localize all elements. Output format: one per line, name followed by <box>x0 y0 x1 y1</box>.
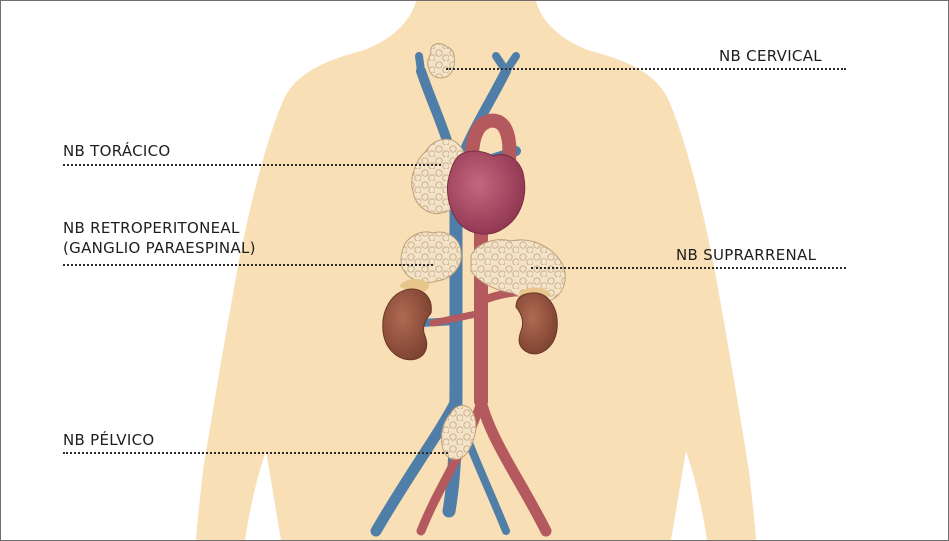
leader-line-pelvico <box>63 452 448 454</box>
label-nb-toracico: NB TORÁCICO <box>63 142 171 160</box>
leader-line-toracico <box>63 164 441 166</box>
label-nb-cervical: NB CERVICAL <box>719 47 822 65</box>
left-kidney <box>516 293 557 354</box>
cervical-tumor <box>428 44 455 78</box>
leader-line-retroperitoneal <box>63 264 433 266</box>
label-nb-suprarrenal: NB SUPRARRENAL <box>676 246 816 264</box>
label-nb-pelvico: NB PÉLVICO <box>63 431 154 449</box>
leader-line-cervical <box>446 68 846 70</box>
label-ganglio-paraespinal: (GANGLIO PARAESPINAL) <box>63 239 256 257</box>
label-nb-retroperitoneal: NB RETROPERITONEAL <box>63 219 240 237</box>
leader-line-suprarrenal <box>531 267 846 269</box>
